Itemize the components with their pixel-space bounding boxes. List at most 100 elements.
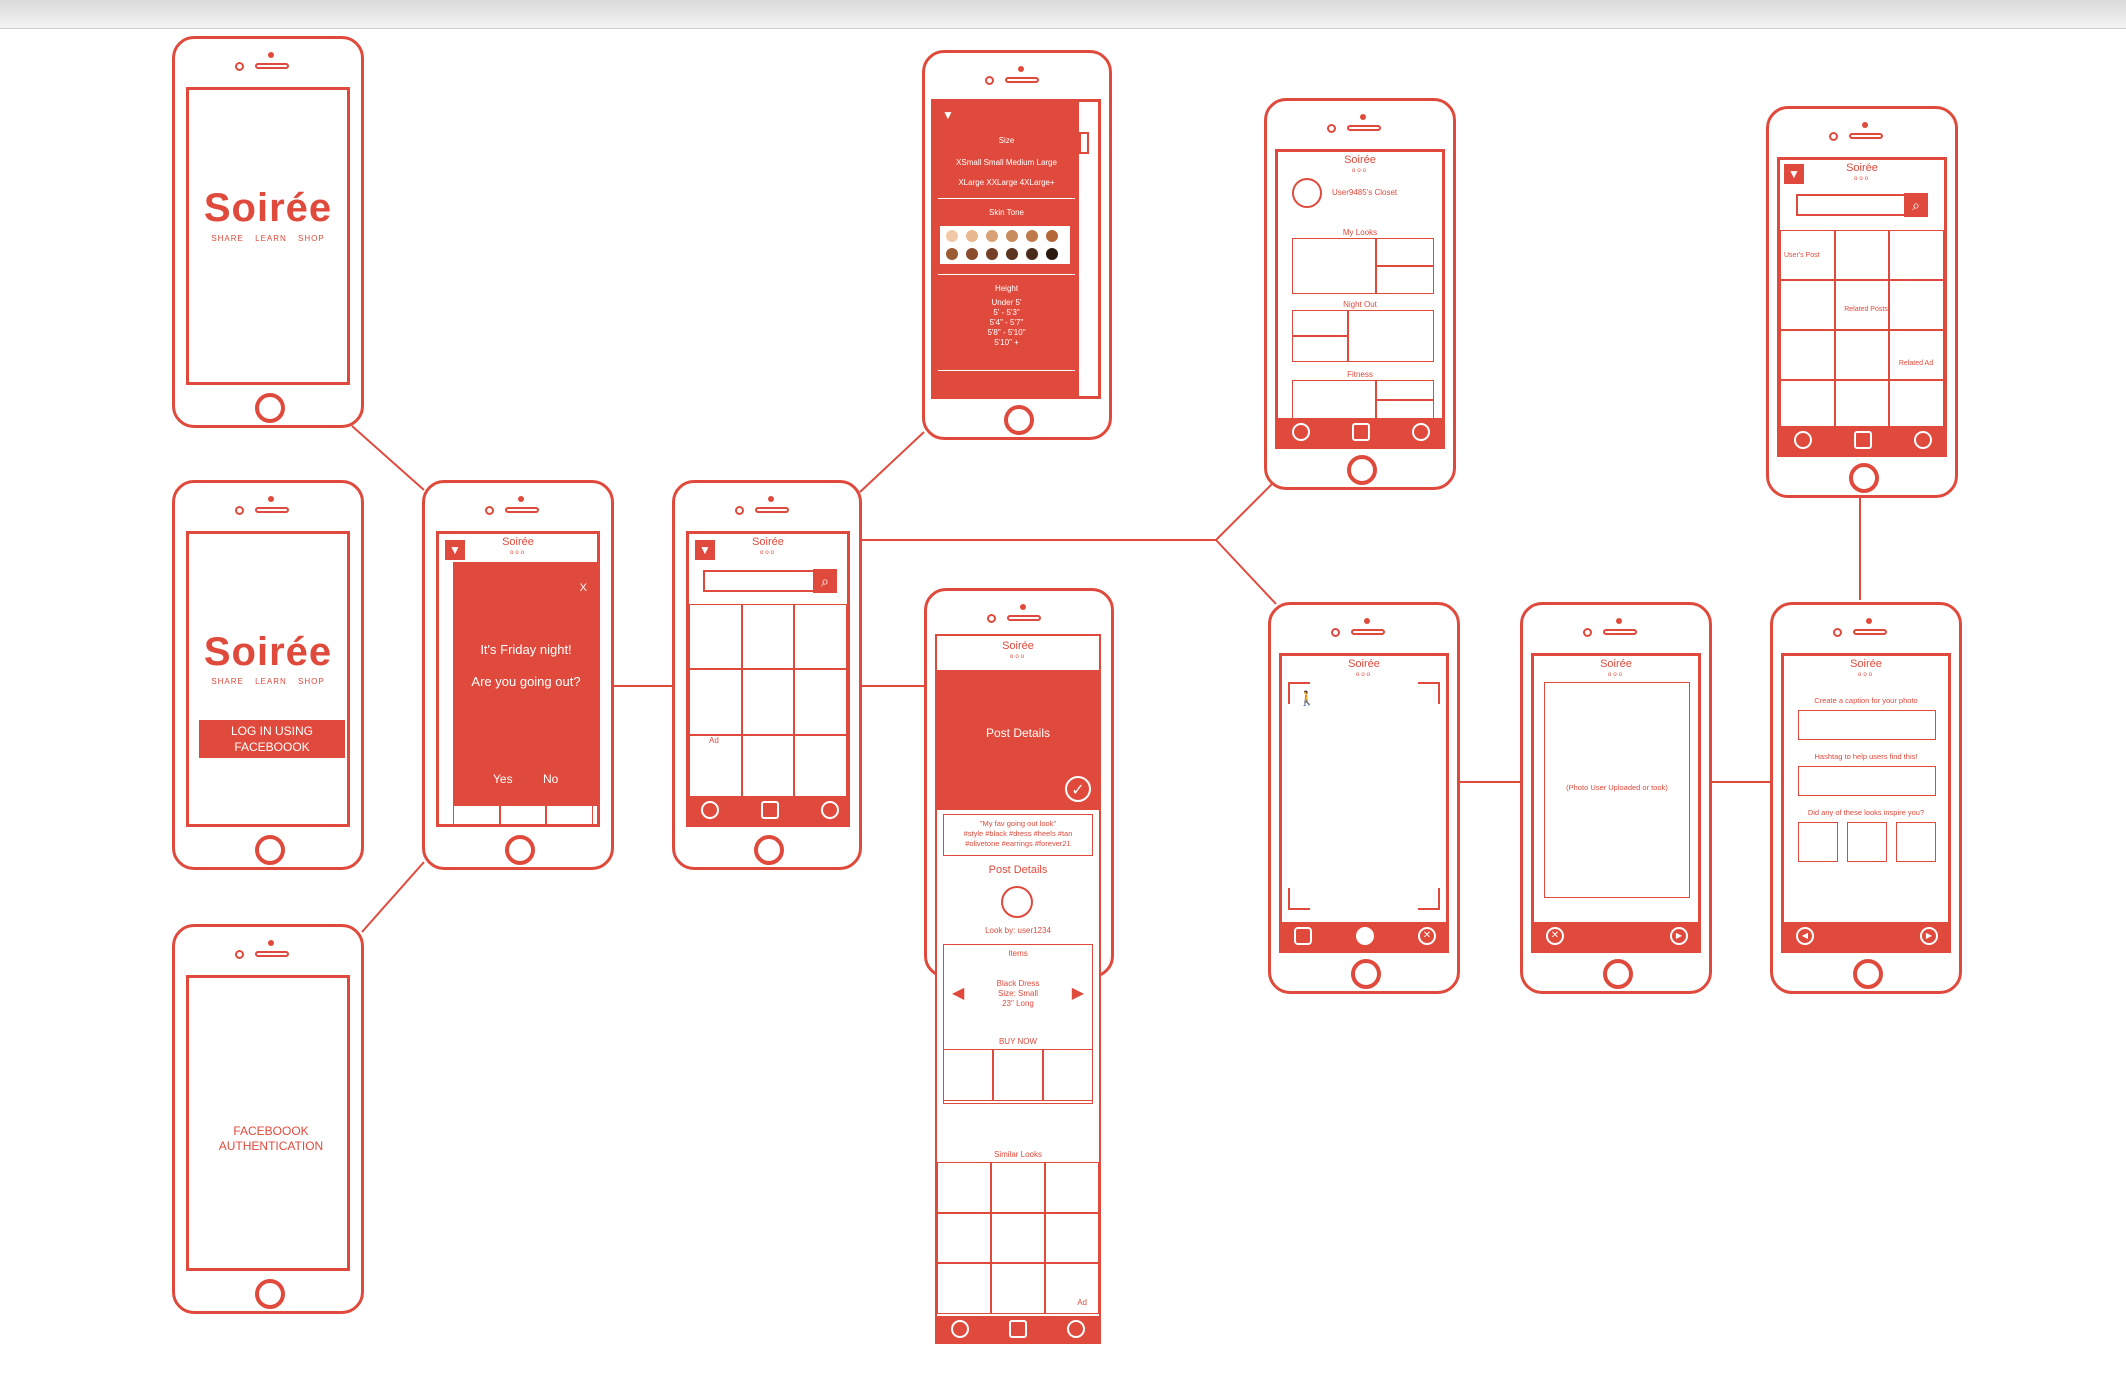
skin-tone-swatch[interactable] [1046,230,1058,242]
home-button[interactable] [1849,463,1879,493]
caption-input[interactable] [1798,710,1936,740]
skin-tone-swatch[interactable] [1026,248,1038,260]
camera-icon[interactable] [1854,431,1872,449]
filter-icon[interactable]: ▼ [1784,164,1804,184]
similar-tile[interactable] [991,1162,1045,1213]
item-tile[interactable] [993,1049,1043,1101]
profile-icon[interactable] [1914,431,1932,449]
camera-icon[interactable] [1352,423,1370,441]
related-posts-label[interactable]: Related Posts [1844,306,1888,313]
home-button[interactable] [1853,959,1883,989]
home-button[interactable] [1004,405,1034,435]
skin-tone-swatch[interactable] [946,248,958,260]
users-post-label[interactable]: User's Post [1784,252,1820,259]
similar-tile[interactable] [991,1212,1045,1264]
facebook-login-button[interactable]: LOG IN USING FACEBOOOK [199,720,345,758]
look-tile[interactable] [1376,238,1434,266]
play-icon[interactable]: ▶ [1920,927,1938,945]
skin-tone-swatch[interactable] [986,230,998,242]
size-options-row-2[interactable]: XLarge XXLarge 4XLarge+ [958,178,1055,187]
similar-tile[interactable] [937,1263,991,1314]
similar-tile[interactable] [1045,1212,1099,1264]
profile-icon[interactable] [1067,1320,1085,1338]
home-button[interactable] [754,835,784,865]
skin-tone-swatch[interactable] [986,248,998,260]
similar-tile[interactable] [937,1212,991,1264]
profile-icon[interactable] [1412,423,1430,441]
filter-icon[interactable]: ▼ [445,540,465,560]
yes-button[interactable]: Yes [493,772,513,786]
look-by-user[interactable]: Look by: user1234 [985,926,1051,935]
inspire-option[interactable] [1847,822,1887,862]
similar-tile[interactable] [1045,1263,1099,1314]
home-button[interactable] [1351,959,1381,989]
shutter-icon[interactable] [1356,927,1374,945]
skin-tone-swatch[interactable] [946,230,958,242]
feed-tile[interactable] [741,669,795,735]
arrow-right-icon[interactable]: ▶ [1071,985,1084,1002]
home-button[interactable] [1347,455,1377,485]
size-options-row-1[interactable]: XSmall Small Medium Large [956,158,1057,167]
home-button[interactable] [1603,959,1633,989]
inspire-option[interactable] [1896,822,1936,862]
height-option[interactable]: 5'10" + [994,338,1019,347]
search-icon[interactable]: ⌕ [1904,193,1928,217]
skin-tone-swatch[interactable] [1006,248,1018,260]
look-tile[interactable] [1292,310,1348,336]
feed-tile[interactable] [794,734,847,800]
checkmark-icon[interactable]: ✓ [1065,776,1091,802]
hashtag-input[interactable] [1798,766,1936,796]
height-option[interactable]: Under 5' [991,298,1022,307]
skin-tone-swatch[interactable] [1026,230,1038,242]
search-input[interactable] [703,570,815,592]
camera-icon[interactable] [761,801,779,819]
filter-icon[interactable]: ▼ [695,540,715,560]
back-icon[interactable]: ◀ [1796,927,1814,945]
look-tile[interactable] [1348,310,1434,362]
filter-icon[interactable]: ▼ [942,108,954,122]
home-button[interactable] [505,835,535,865]
related-ad-label[interactable]: Related Ad [1898,360,1934,367]
buy-now-link[interactable]: BUY NOW [998,1037,1038,1046]
height-option[interactable]: 5'8" - 5'10" [987,328,1026,337]
home-icon[interactable] [1292,423,1310,441]
height-options[interactable]: Under 5'5' - 5'3"5'4" - 5'7"5'8" - 5'10"… [934,298,1079,348]
look-tile[interactable] [1376,266,1434,294]
feed-tile[interactable] [794,669,847,735]
no-button[interactable]: No [543,772,559,786]
feed-tile[interactable] [741,604,795,670]
avatar[interactable] [1001,886,1033,918]
look-tile[interactable] [1292,336,1348,362]
search-input[interactable] [1796,194,1906,216]
home-button[interactable] [255,393,285,423]
skin-tone-swatch[interactable] [1006,230,1018,242]
similar-tile[interactable] [991,1263,1045,1314]
play-icon[interactable]: ▶ [1670,927,1688,945]
flip-camera-icon[interactable] [1294,927,1312,945]
item-tile[interactable] [1043,1049,1093,1101]
similar-tile[interactable] [937,1162,991,1213]
close-icon[interactable]: ✕ [1418,927,1436,945]
arrow-left-icon[interactable]: ◀ [952,985,965,1002]
close-icon[interactable]: X [579,582,587,594]
close-icon[interactable]: ✕ [1546,927,1564,945]
skin-tone-swatch[interactable] [966,248,978,260]
feed-tile[interactable] [741,734,795,800]
item-tile[interactable] [943,1049,993,1101]
home-button[interactable] [255,835,285,865]
profile-icon[interactable] [821,801,839,819]
height-option[interactable]: 5'4" - 5'7" [989,318,1024,327]
skin-tone-palette[interactable] [940,226,1070,264]
home-icon[interactable] [1794,431,1812,449]
home-icon[interactable] [701,801,719,819]
search-icon[interactable]: ⌕ [813,569,837,593]
camera-icon[interactable] [1009,1320,1027,1338]
height-option[interactable]: 5' - 5'3" [993,308,1020,317]
look-tile[interactable] [1292,238,1376,294]
look-tile[interactable] [1292,380,1376,420]
feed-tile[interactable] [689,604,742,670]
look-tile[interactable] [1376,380,1434,400]
feed-tile[interactable] [689,669,742,735]
look-tile[interactable] [1376,400,1434,420]
post-photo[interactable]: Post Details ✓ [937,670,1099,810]
